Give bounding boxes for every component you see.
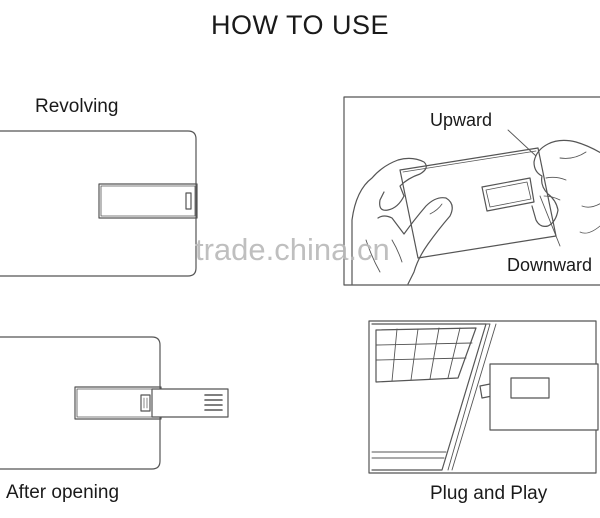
- plugged-card: [489, 363, 599, 431]
- usb-slot-inner: [100, 185, 196, 217]
- upward-pointer: [507, 129, 537, 157]
- rotated-usb: [481, 177, 535, 212]
- left-hand: [351, 157, 427, 285]
- watermark: trade.china.cn: [195, 232, 390, 267]
- rotated-card: [399, 147, 557, 259]
- after-opening-label: After opening: [6, 482, 120, 503]
- downward-label: Downward: [507, 255, 592, 275]
- revolving-card-illustration: [0, 130, 198, 277]
- card-outline: [0, 336, 161, 470]
- revolving-label: Revolving: [35, 96, 119, 117]
- usb-slot: [74, 386, 162, 420]
- downward-pointer: [539, 195, 561, 247]
- plug-and-play-illustration: [368, 320, 599, 474]
- page-title: HOW TO USE: [210, 10, 390, 40]
- right-hand: [531, 139, 600, 227]
- after-opening-illustration: [0, 336, 229, 470]
- left-thumb: [377, 197, 453, 285]
- panel-frame: [343, 96, 600, 286]
- keyboard-area: [375, 327, 477, 383]
- usb-contacts: [204, 394, 223, 411]
- usb-connector: [151, 388, 229, 418]
- card-outline: [0, 130, 197, 277]
- hands-card-illustration: Upward Downward: [343, 96, 600, 286]
- usb-latch: [140, 394, 151, 412]
- upward-label: Upward: [430, 110, 492, 130]
- plugged-usb-module: [510, 377, 550, 399]
- plug-and-play-label: Plug and Play: [430, 483, 548, 504]
- usb-slot: [98, 183, 198, 219]
- keyboard-keys: [375, 327, 473, 382]
- usb-latch: [185, 192, 192, 210]
